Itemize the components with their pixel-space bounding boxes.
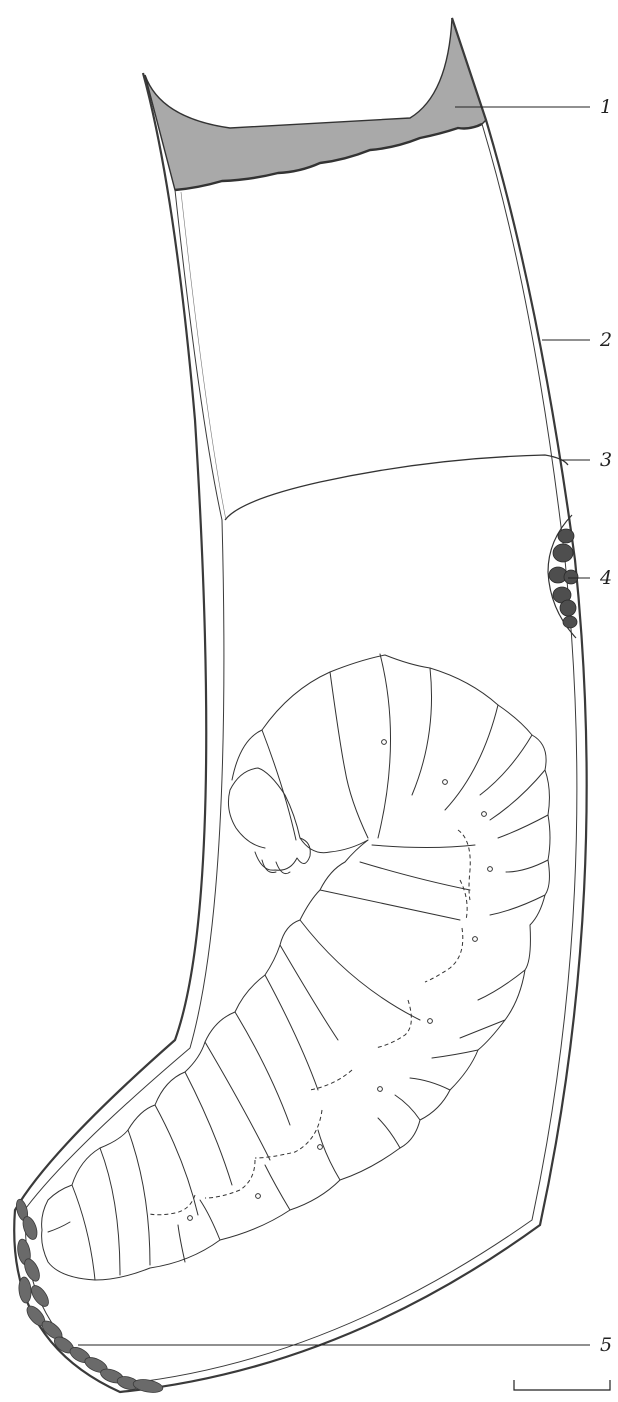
segment-line bbox=[205, 1042, 270, 1160]
callouts: 1 2 3 4 5 bbox=[78, 96, 612, 1356]
scale-bar-line bbox=[514, 1380, 610, 1390]
segment-line bbox=[432, 1050, 478, 1058]
segment-line bbox=[490, 770, 545, 820]
pellet bbox=[553, 544, 573, 562]
segment-line bbox=[320, 890, 460, 920]
spiracle bbox=[382, 740, 387, 745]
chamber-partition bbox=[225, 455, 568, 520]
larva-body-outline bbox=[42, 655, 550, 1280]
spiracle bbox=[443, 780, 448, 785]
chamber bbox=[14, 18, 586, 1395]
segment-line bbox=[395, 1095, 420, 1120]
pellet bbox=[560, 600, 576, 616]
segment-line bbox=[378, 654, 391, 838]
segment-line bbox=[378, 1118, 400, 1148]
dashed-contour bbox=[460, 880, 467, 920]
label-4: 4 bbox=[599, 567, 612, 589]
segment-line bbox=[412, 668, 432, 795]
spiracle bbox=[188, 1216, 193, 1221]
spiracle bbox=[378, 1087, 383, 1092]
segment-line bbox=[100, 1148, 120, 1275]
frass-pellet bbox=[28, 1283, 52, 1310]
segment-line bbox=[360, 862, 470, 890]
larva-head-seam bbox=[262, 672, 368, 840]
spiracle bbox=[318, 1145, 323, 1150]
segment-line bbox=[300, 920, 420, 1020]
segment-line bbox=[265, 975, 318, 1090]
segment-line bbox=[72, 1185, 95, 1280]
larva-mouthparts bbox=[255, 838, 310, 870]
chamber-wall-inner bbox=[25, 124, 576, 1384]
pellet bbox=[558, 529, 574, 543]
frass bbox=[14, 1198, 163, 1394]
segment-line bbox=[48, 1222, 70, 1232]
segment-line bbox=[480, 735, 532, 795]
segment-line bbox=[318, 1130, 340, 1180]
spiracle bbox=[473, 937, 478, 942]
segment-line bbox=[498, 815, 548, 838]
wall-gap-line bbox=[181, 192, 226, 520]
pellet bbox=[564, 570, 578, 584]
segment-line bbox=[265, 1165, 290, 1210]
segment-line bbox=[178, 1225, 185, 1262]
segment-line bbox=[200, 1200, 220, 1240]
segment-line bbox=[280, 945, 338, 1040]
spiracle bbox=[256, 1194, 261, 1199]
spiracles bbox=[188, 740, 493, 1221]
segment-line bbox=[128, 1130, 150, 1265]
scale-bar bbox=[514, 1380, 610, 1390]
segment-line bbox=[445, 705, 498, 810]
larva-mandible bbox=[262, 860, 290, 874]
segment-line bbox=[372, 845, 475, 848]
segment-line bbox=[490, 895, 545, 915]
segment-line bbox=[506, 860, 548, 872]
segment-line bbox=[155, 1105, 198, 1215]
label-2: 2 bbox=[599, 329, 612, 351]
label-1: 1 bbox=[600, 96, 612, 118]
frass-pellet bbox=[132, 1377, 164, 1394]
segment-line bbox=[235, 1012, 290, 1125]
spiracle bbox=[488, 867, 493, 872]
frass-pellet bbox=[18, 1277, 32, 1304]
spiracle bbox=[482, 812, 487, 817]
chamber-wall-outer bbox=[14, 18, 586, 1392]
segment-line bbox=[410, 1078, 450, 1090]
dashed-contour bbox=[425, 928, 463, 982]
label-3: 3 bbox=[600, 449, 612, 471]
dashed-contour bbox=[310, 1070, 352, 1090]
spiracle bbox=[428, 1019, 433, 1024]
label-5: 5 bbox=[600, 1334, 612, 1356]
pellet bbox=[563, 616, 577, 628]
segment-line bbox=[185, 1072, 232, 1185]
dashed-contour bbox=[375, 1000, 411, 1048]
dashed-contour bbox=[150, 1195, 195, 1215]
larva bbox=[42, 654, 550, 1280]
